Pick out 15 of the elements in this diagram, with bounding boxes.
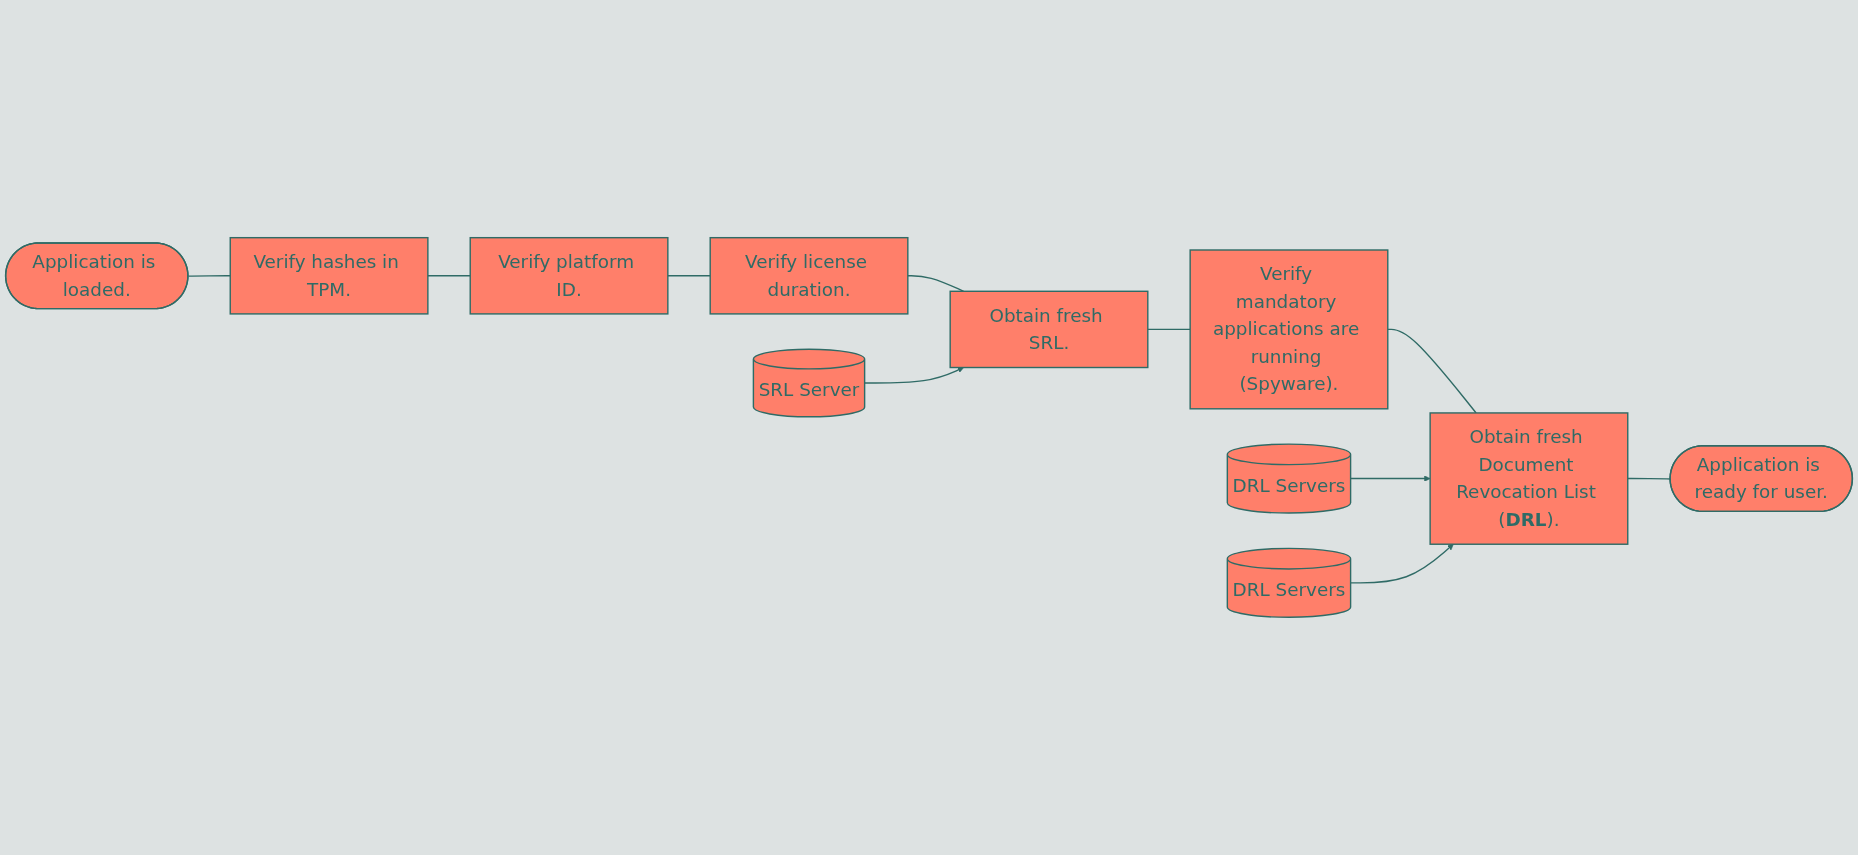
connector [427, 275, 471, 277]
connector [1147, 328, 1191, 331]
connector [1387, 328, 1477, 414]
node-box: Obtain fresh Document Revocation List (DRL). [1429, 412, 1629, 545]
connector [907, 275, 965, 292]
arrow [1349, 475, 1431, 482]
node-box: Verify license duration. [709, 236, 909, 315]
node-box: Verify mandatory applications are running (Spyware). [1189, 249, 1389, 410]
connector [187, 275, 231, 277]
connector [667, 275, 711, 277]
arrow [1349, 543, 1454, 584]
node-box: Verify platform ID. [469, 236, 669, 315]
node-box: Verify hashes in TPM. [229, 236, 429, 315]
node-box: Obtain fresh SRL. [949, 290, 1149, 369]
arrow [863, 366, 964, 384]
